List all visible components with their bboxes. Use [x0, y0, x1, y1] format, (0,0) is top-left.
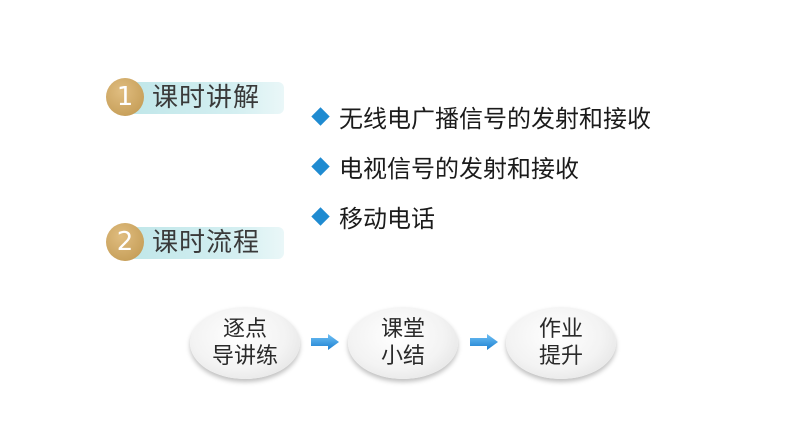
topic-item: 电视信号的发射和接收 — [309, 141, 651, 191]
flow-step-homework[interactable]: 作业 提升 — [506, 307, 616, 379]
topic-item: 移动电话 — [309, 191, 651, 241]
flow-step-line: 小结 — [380, 344, 425, 369]
flow-step-summary[interactable]: 课堂 小结 — [348, 307, 458, 379]
topic-text: 电视信号的发射和接收 — [339, 154, 579, 183]
flow-step-practice[interactable]: 逐点 导讲练 — [190, 307, 300, 379]
section-title: 课时讲解 — [152, 83, 261, 113]
flow-step-line: 提升 — [538, 344, 583, 369]
flow-step-line: 课堂 — [380, 317, 425, 342]
diamond-bullet-icon — [311, 156, 330, 176]
topic-text: 无线电广播信号的发射和接收 — [339, 104, 651, 133]
flow-step-line: 作业 — [538, 317, 583, 342]
section-band — [124, 227, 284, 259]
section-header-lecture: 1 课时讲解 — [106, 78, 284, 116]
diamond-bullet-icon — [311, 106, 330, 126]
section-header-flow: 2 课时流程 — [106, 223, 284, 261]
flow-step-line: 逐点 — [222, 317, 267, 342]
right-arrow-icon — [470, 334, 498, 350]
section-number-badge: 1 — [106, 78, 144, 116]
flow-step-line: 导讲练 — [211, 344, 278, 369]
section-band — [124, 82, 284, 114]
section-number-badge: 2 — [106, 223, 144, 261]
right-arrow-icon — [311, 334, 339, 350]
topic-list: 无线电广播信号的发射和接收 电视信号的发射和接收 移动电话 — [309, 91, 651, 241]
diamond-bullet-icon — [311, 206, 330, 226]
topic-text: 移动电话 — [339, 204, 435, 233]
topic-item: 无线电广播信号的发射和接收 — [309, 91, 651, 141]
section-title: 课时流程 — [152, 228, 261, 258]
